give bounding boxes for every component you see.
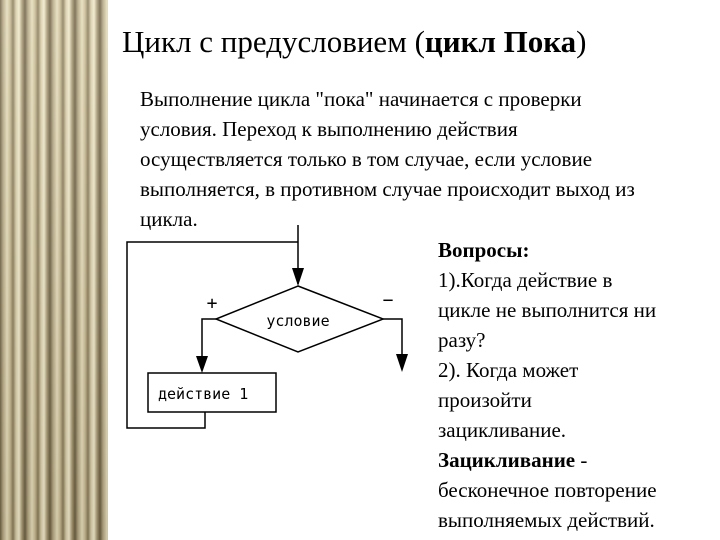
term-line: Зацикливание -: [438, 445, 718, 475]
question-1-line: цикле не выполнится ни: [438, 295, 718, 325]
condition-label: условие: [266, 312, 329, 330]
question-2-line: произойти: [438, 385, 718, 415]
minus-label: −: [383, 290, 394, 311]
definition-line: бесконечное повторение: [438, 475, 718, 505]
exit-arrowhead: [396, 354, 408, 372]
plus-branch-line: [202, 319, 216, 358]
minus-branch-line: [383, 319, 402, 358]
questions-heading: Вопросы:: [438, 235, 718, 265]
term-suffix: -: [575, 448, 587, 472]
action-label: действие 1: [158, 385, 248, 403]
term: Зацикливание: [438, 448, 575, 472]
plus-arrowhead: [196, 356, 208, 373]
definition-line: выполняемых действий.: [438, 505, 718, 535]
question-1-line: разу?: [438, 325, 718, 355]
questions-block: Вопросы: 1).Когда действие в цикле не вы…: [438, 235, 718, 535]
question-2-line: зацикливание.: [438, 415, 718, 445]
question-1-line: 1).Когда действие в: [438, 265, 718, 295]
entry-arrowhead: [292, 268, 304, 286]
plus-label: +: [207, 293, 218, 314]
question-2-line: 2). Когда может: [438, 355, 718, 385]
